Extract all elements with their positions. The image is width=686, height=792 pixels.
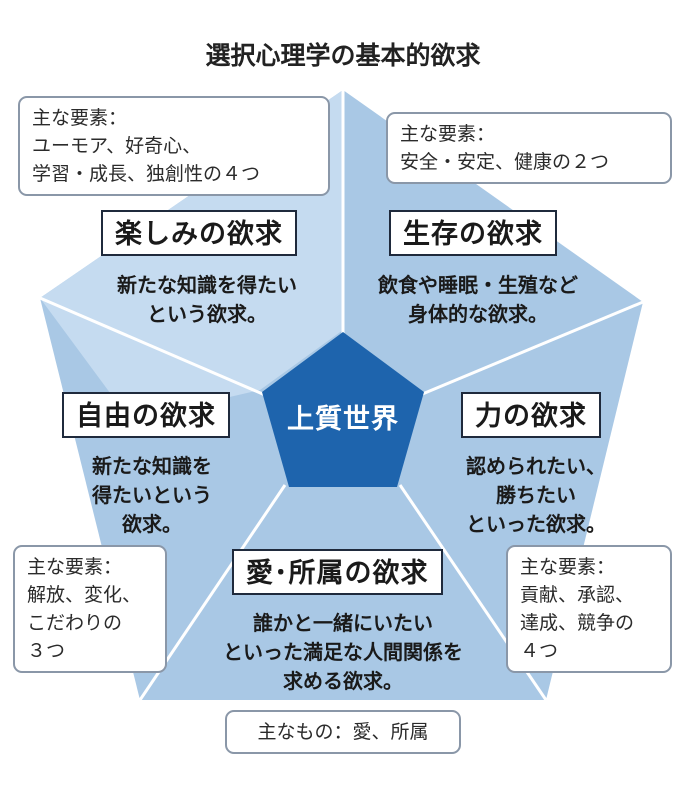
- desc-line: といった満足な人間関係を: [223, 640, 463, 664]
- desc-line: 得たいという: [92, 483, 212, 507]
- fun-need-label: 楽しみの欲求: [101, 210, 297, 256]
- note-line: ４つ: [520, 640, 559, 662]
- note-line: ユーモア、好奇心、: [32, 135, 202, 157]
- desc-line: といった欲求。: [466, 512, 606, 536]
- note-line: 主な要素：: [32, 107, 128, 129]
- freedom-need-description: 新たな知識を 得たいという 欲求。: [70, 452, 234, 539]
- center-label: 上質世界: [287, 404, 399, 435]
- note-line: こだわりの: [27, 612, 123, 634]
- desc-line: 新たな知識を: [92, 454, 212, 478]
- desc-line: 誰かと一緒にいたい: [253, 611, 433, 635]
- note-line: 達成、競争の: [520, 612, 635, 634]
- note-line: 安全・安定、健康の２つ: [400, 151, 610, 173]
- power-need-description: 認められたい、 勝ちたい といった欲求。: [448, 452, 624, 539]
- power-need-label: 力の欲求: [461, 392, 601, 438]
- note-line: 主な要素：: [400, 123, 496, 145]
- love-belonging-need-label: 愛･所属の欲求: [232, 549, 443, 595]
- note-line: 学習・成長、独創性の４つ: [32, 163, 261, 185]
- survival-elements-note: 主な要素： 安全・安定、健康の２つ: [386, 112, 672, 184]
- desc-line: 飲食や睡眠・生殖など: [378, 273, 578, 297]
- note-line: 主な要素：: [520, 556, 616, 578]
- love-belonging-note: 主なもの：愛、所属: [225, 710, 461, 754]
- note-line: 主なもの：愛、所属: [257, 721, 429, 743]
- fun-need-description: 新たな知識を得たい という欲求。: [94, 271, 320, 329]
- survival-need-description: 飲食や睡眠・生殖など 身体的な欲求。: [350, 271, 606, 329]
- note-line: 貢献、承認、: [520, 584, 635, 606]
- note-line: ３つ: [27, 640, 66, 662]
- fun-elements-note: 主な要素： ユーモア、好奇心、 学習・成長、独創性の４つ: [18, 96, 330, 196]
- diagram-title: 選択心理学の基本的欲求: [205, 41, 481, 70]
- desc-line: という欲求。: [147, 302, 267, 326]
- desc-line: 求める欲求。: [283, 669, 403, 693]
- note-line: 解放、変化、: [27, 584, 142, 606]
- desc-line: 勝ちたい: [496, 483, 576, 507]
- center-pentagon: [262, 332, 424, 487]
- desc-line: 身体的な欲求。: [408, 302, 548, 326]
- note-line: 主な要素：: [27, 556, 123, 578]
- freedom-elements-note: 主な要素： 解放、変化、 こだわりの ３つ: [13, 545, 167, 673]
- survival-need-label: 生存の欲求: [389, 210, 557, 256]
- power-elements-note: 主な要素： 貢献、承認、 達成、競争の ４つ: [506, 545, 672, 673]
- freedom-need-label: 自由の欲求: [62, 392, 230, 438]
- desc-line: 欲求。: [122, 512, 182, 536]
- love-belonging-need-description: 誰かと一緒にいたい といった満足な人間関係を 求める欲求。: [193, 609, 493, 696]
- desc-line: 認められたい、: [466, 454, 606, 478]
- desc-line: 新たな知識を得たい: [117, 273, 297, 297]
